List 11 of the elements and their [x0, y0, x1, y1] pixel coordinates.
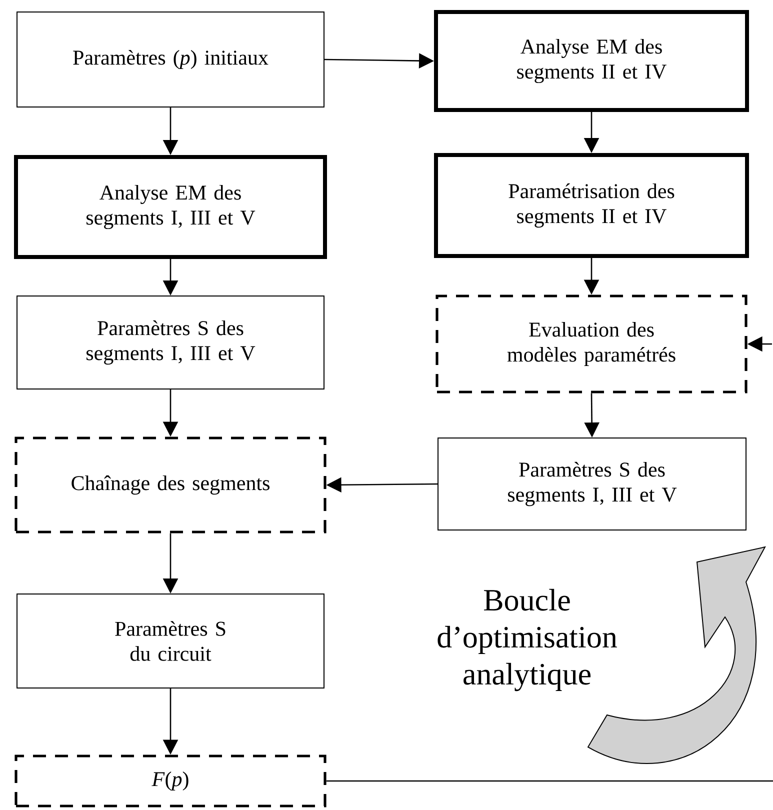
process-box: Paramètres S du circuit	[16, 594, 324, 688]
process-box: Paramètres S des segments I, III et V	[16, 296, 324, 390]
process-box: Chaînage des segments	[14, 436, 326, 534]
process-box: Analyse EM des segments I, III et V	[14, 155, 327, 259]
process-box: Paramétrisation des segments II et IV	[434, 153, 749, 258]
loop-label: Boucle d’optimisation analytique	[438, 588, 617, 692]
process-box: Paramètres S des segments I, III et V	[438, 438, 746, 530]
process-box: Evaluation des modèles paramétrés	[436, 294, 748, 394]
process-box: Paramètres (p) initiaux	[16, 12, 324, 108]
process-box: F(p)	[14, 754, 326, 808]
process-box: Analyse EM des segments II et IV	[434, 10, 749, 112]
